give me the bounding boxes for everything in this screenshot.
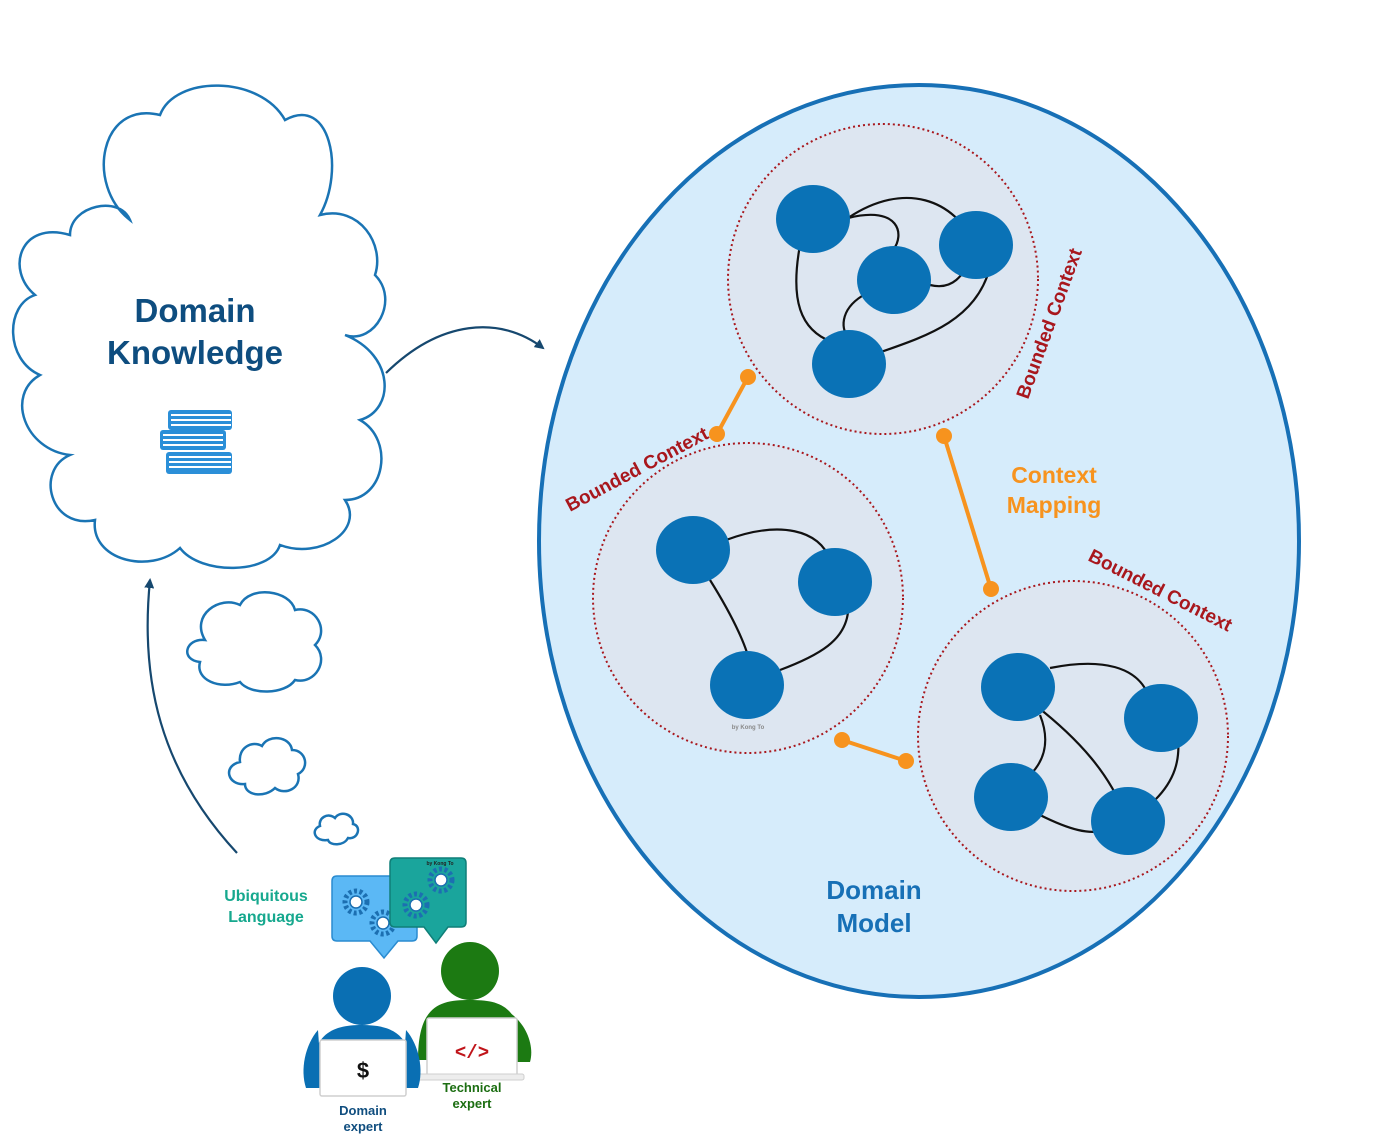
technical-expert-label-line1: Technical	[442, 1080, 501, 1095]
entity-node	[974, 763, 1048, 831]
thought-cloud-small	[313, 812, 360, 846]
mapping-link-bottom	[841, 738, 907, 763]
entity-node	[776, 185, 850, 253]
domain-knowledge-title-line1: Domain	[134, 292, 255, 329]
entity-node	[710, 651, 784, 719]
laptop-dollar-symbol: $	[357, 1058, 369, 1083]
mapping-link-top-left	[715, 376, 750, 435]
domain-expert-label-line2: expert	[343, 1119, 383, 1134]
thought-cloud-medium	[227, 737, 307, 796]
watermark: by Kong To	[732, 725, 765, 731]
entity-node	[939, 211, 1013, 279]
mapping-endpoint	[834, 732, 850, 748]
entity-node	[857, 246, 931, 314]
domain-knowledge-cloud: Domain Knowledge	[11, 84, 387, 570]
entity-node	[656, 516, 730, 584]
technical-expert-label-line2: expert	[452, 1096, 492, 1111]
gears-icon: by Kong To	[331, 857, 467, 960]
thought-cloud-large	[186, 591, 323, 693]
context-mapping-label-line1: Context	[1011, 462, 1097, 488]
mapping-endpoint	[740, 369, 756, 385]
laptop-icon: </>	[417, 1017, 525, 1081]
mapping-endpoint	[709, 426, 725, 442]
books-icon	[160, 410, 232, 474]
entity-node	[1124, 684, 1198, 752]
technical-expert: </> Technical expert	[417, 942, 532, 1111]
ubiquitous-language-label-line2: Language	[228, 909, 304, 926]
domain-expert-label-line1: Domain	[339, 1103, 387, 1118]
laptop-icon: $	[319, 1039, 407, 1097]
entity-node	[812, 330, 886, 398]
mapping-endpoint	[898, 753, 914, 769]
arrow-to-domain-model	[385, 326, 545, 374]
domain-model-title-line2: Model	[836, 908, 911, 938]
bounded-context-bottom-right	[917, 580, 1229, 892]
ubiquitous-language-label-line1: Ubiquitous	[224, 888, 308, 905]
entity-node	[798, 548, 872, 616]
watermark: by Kong To	[426, 861, 453, 867]
entity-node	[1091, 787, 1165, 855]
laptop-code-symbol: </>	[455, 1042, 489, 1064]
context-mapping-label-line2: Mapping	[1007, 492, 1102, 518]
domain-knowledge-title-line2: Knowledge	[107, 334, 283, 371]
mapping-link-top-right	[942, 435, 993, 590]
context-mapping-connectors	[709, 369, 999, 769]
bounded-context-top	[727, 123, 1039, 435]
mapping-endpoint	[936, 428, 952, 444]
mapping-endpoint	[983, 581, 999, 597]
domain-model-title-line1: Domain	[826, 875, 921, 905]
bounded-context-left: by Kong To	[592, 442, 904, 754]
entity-node	[981, 653, 1055, 721]
arrow-to-domain-knowledge	[144, 578, 238, 854]
domain-expert: $ Domain expert	[303, 967, 421, 1134]
